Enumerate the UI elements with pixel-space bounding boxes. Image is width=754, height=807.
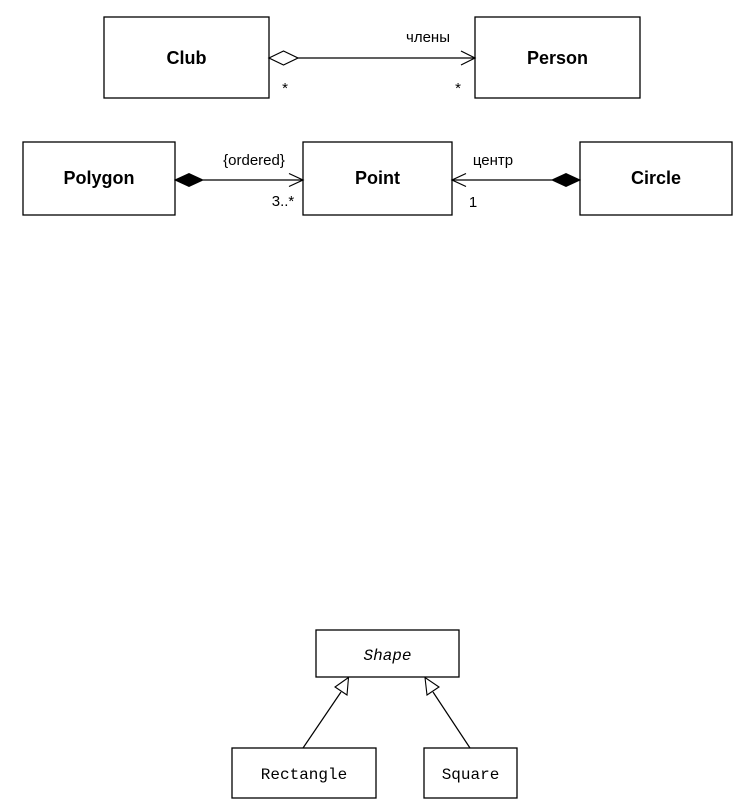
class-polygon: Polygon	[22, 141, 176, 216]
class-circle-label: Circle	[631, 168, 681, 188]
class-person: Person	[474, 16, 641, 99]
generalization-square-shape	[424, 676, 471, 749]
class-club: Club	[103, 16, 270, 99]
class-rectangle: Rectangle	[231, 747, 377, 799]
class-rectangle-label: Rectangle	[261, 766, 347, 784]
role-label-members: члены	[406, 29, 450, 46]
aggregation-diamond-hollow	[267, 50, 300, 66]
class-point-label: Point	[355, 168, 400, 188]
generalization-line	[432, 691, 471, 749]
composition-circle-point: центр 1	[450, 152, 582, 211]
multiplicity-point-end: 3..*	[272, 193, 295, 210]
class-square: Square	[423, 747, 518, 799]
class-shape-label: Shape	[363, 647, 411, 665]
multiplicity-person-end: *	[455, 80, 461, 97]
role-label-center: центр	[473, 152, 513, 169]
class-circle: Circle	[579, 141, 733, 216]
multiplicity-club-end: *	[282, 80, 288, 97]
navigability-arrowhead	[460, 50, 477, 66]
composition-polygon-point: {ordered} 3..*	[173, 152, 305, 210]
class-point: Point	[302, 141, 453, 216]
class-person-label: Person	[527, 48, 588, 68]
constraint-label-ordered: {ordered}	[223, 152, 285, 169]
composition-diamond-filled	[173, 172, 205, 188]
navigability-arrowhead	[288, 172, 305, 188]
generalization-line	[302, 691, 342, 749]
composition-diamond-filled	[550, 172, 582, 188]
navigability-arrowhead	[450, 172, 467, 188]
multiplicity-point-end: 1	[469, 194, 477, 211]
generalization-rectangle-shape	[302, 676, 350, 749]
generalization-arrowhead-hollow	[424, 676, 440, 696]
class-polygon-label: Polygon	[64, 168, 135, 188]
generalization-arrowhead-hollow	[334, 676, 350, 696]
class-shape: Shape	[315, 629, 460, 678]
association-club-person: члены * *	[267, 29, 477, 97]
class-club-label: Club	[167, 48, 207, 68]
class-square-label: Square	[442, 766, 500, 784]
